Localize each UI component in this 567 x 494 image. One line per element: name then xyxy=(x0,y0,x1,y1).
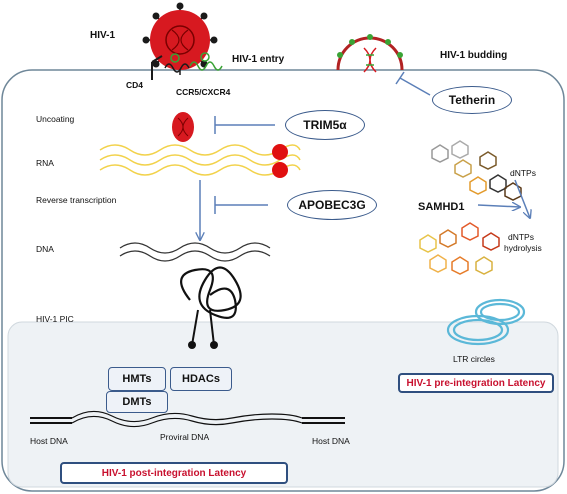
apobec3g-oval: APOBEC3G xyxy=(287,190,377,220)
cd4-receptor xyxy=(151,55,163,80)
pre-integration-latency-label: HIV-1 pre-integration Latency xyxy=(406,377,546,389)
post-integration-latency-label: HIV-1 post-integration Latency xyxy=(101,467,247,479)
dntps-hydrolysis-cluster xyxy=(419,222,500,275)
label-dna: DNA xyxy=(36,244,54,254)
hdacs-box: HDACs xyxy=(170,367,232,391)
label-ccr5: CCR5/CXCR4 xyxy=(176,87,231,97)
rna-cap-bottom xyxy=(272,162,288,178)
label-host-dna-right: Host DNA xyxy=(312,436,350,446)
label-host-dna-left: Host DNA xyxy=(30,436,68,446)
hmts-label: HMTs xyxy=(122,373,152,385)
label-samhd1: SAMHD1 xyxy=(418,201,464,213)
host-proviral-dna xyxy=(30,410,345,428)
label-hiv1-budding: HIV-1 budding xyxy=(440,50,507,61)
tetherin-label: Tetherin xyxy=(448,93,496,107)
label-hiv1-pic: HIV-1 PIC xyxy=(36,314,74,324)
label-dntps-hydrolysis-2: hydrolysis xyxy=(504,243,542,253)
pic-complex xyxy=(180,266,242,319)
label-uncoating: Uncoating xyxy=(36,114,75,124)
dmts-box: DMTs xyxy=(106,391,168,413)
label-cd4: CD4 xyxy=(126,80,143,90)
dmts-label: DMTs xyxy=(122,396,152,408)
label-rna: RNA xyxy=(36,158,54,168)
viral-dna xyxy=(119,242,271,262)
rna-cap-top xyxy=(272,144,288,160)
hmts-box: HMTs xyxy=(108,367,166,391)
ccr5-cxcr4-coreceptor xyxy=(164,52,223,73)
label-proviral-dna: Proviral DNA xyxy=(160,432,209,442)
dntps-cluster xyxy=(431,140,522,201)
hdacs-label: HDACs xyxy=(182,373,220,385)
label-dntps: dNTPs xyxy=(510,168,536,178)
apobec3g-label: APOBEC3G xyxy=(298,198,366,212)
label-hiv1-entry: HIV-1 entry xyxy=(232,54,285,65)
pre-integration-latency-box: HIV-1 pre-integration Latency xyxy=(398,373,554,393)
label-dntps-hydrolysis-1: dNTPs xyxy=(508,232,534,242)
inhibition-lines xyxy=(214,71,431,214)
label-ltr-circles: LTR circles xyxy=(453,354,495,364)
pic-tail xyxy=(191,309,215,346)
trim5a-label: TRIM5α xyxy=(303,118,347,132)
label-hiv1: HIV-1 xyxy=(90,30,115,41)
label-reverse-transcription: Reverse transcription xyxy=(36,195,117,205)
tetherin-oval: Tetherin xyxy=(432,86,512,114)
ltr-circles xyxy=(446,298,526,346)
trim5a-oval: TRIM5α xyxy=(285,110,365,140)
samhd1-arrow xyxy=(477,205,520,207)
dntps-down-arrow xyxy=(514,179,530,218)
budding-virion xyxy=(336,34,404,73)
capsid-core xyxy=(177,117,189,137)
nucleus-region xyxy=(7,321,559,488)
post-integration-latency-box: HIV-1 post-integration Latency xyxy=(60,462,288,484)
